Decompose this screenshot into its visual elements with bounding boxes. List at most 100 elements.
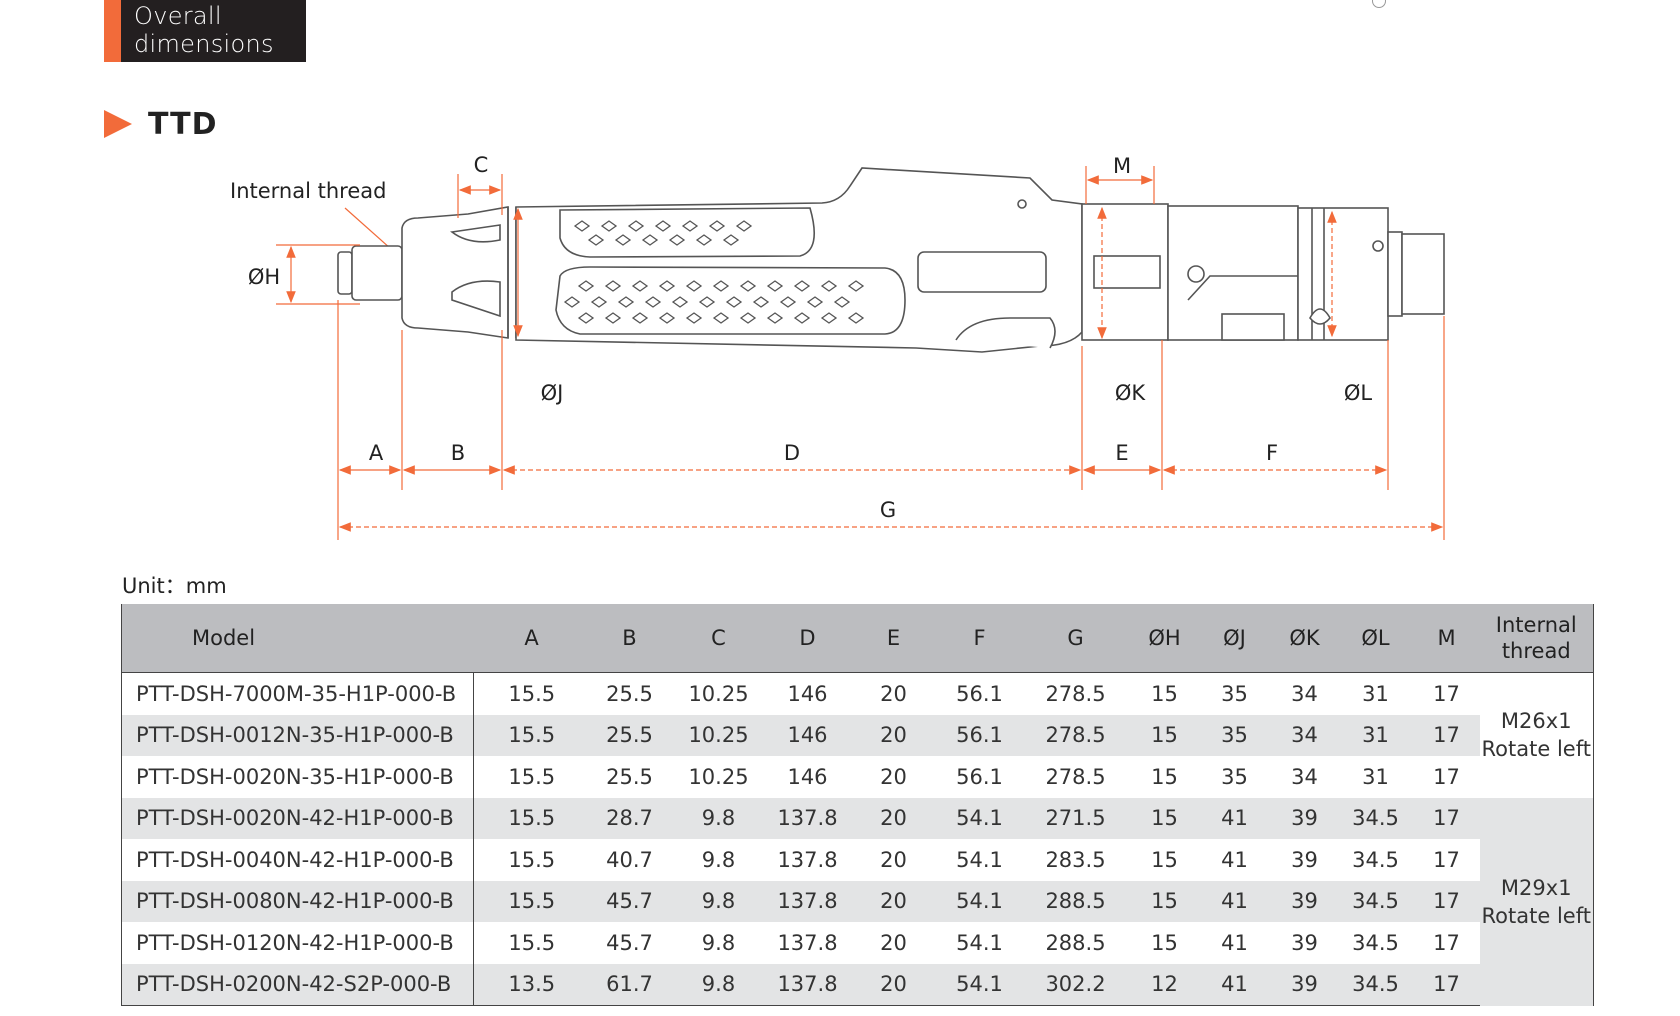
cell-value: 20	[847, 880, 940, 922]
grip-dimple	[708, 220, 726, 232]
cell-value: 35	[1221, 764, 1248, 789]
cell-model: PTT-DSH-0020N-35-H1P-000-B	[121, 756, 474, 798]
cell-value: 34	[1271, 714, 1338, 756]
cell-value: 40.7	[606, 847, 653, 872]
cell-value: 28.7	[589, 797, 670, 839]
grip-dimple	[685, 312, 703, 324]
cell-value: 283.5	[1045, 847, 1106, 872]
grip-dimple	[604, 312, 622, 324]
cell-value: 17	[1413, 880, 1480, 922]
section-title-text: TTD	[148, 106, 218, 142]
cell-value: 39	[1271, 880, 1338, 922]
cell-internal-thread: M26x1 Rotate left	[1479, 672, 1594, 798]
cell-value: 39	[1271, 963, 1338, 1006]
cell-value: 20	[847, 963, 940, 1006]
cell-value: 146	[787, 764, 828, 789]
grip-dimple	[617, 296, 635, 308]
grip-dimple	[712, 280, 730, 292]
dim-label-a: A	[369, 441, 384, 465]
cell-value: 288.5	[1045, 930, 1106, 955]
header-col: F	[939, 604, 1020, 673]
header-col: ØK	[1271, 604, 1338, 673]
cell-value: 17	[1433, 847, 1460, 872]
grip-dimple	[658, 312, 676, 324]
grip-dimple	[847, 312, 865, 324]
tool-dimension-drawing: Internal thread	[230, 153, 1445, 540]
cell-value: 54.1	[956, 930, 1003, 955]
grip-dimple	[577, 280, 595, 292]
grip-dimple	[806, 296, 824, 308]
grip-dimple	[577, 312, 595, 324]
cell-value: 9.8	[701, 930, 736, 955]
callout-internal-thread: Internal thread	[230, 179, 386, 203]
cell-value: 9.8	[669, 880, 768, 922]
header-col: C	[669, 604, 768, 673]
cell-value: 137.8	[767, 797, 848, 839]
cell-model: PTT-DSH-0040N-42-H1P-000-B	[121, 839, 474, 881]
cell-value: 31	[1362, 764, 1389, 789]
unit-label: Unit：mm	[122, 574, 227, 598]
cell-value: 9.8	[701, 847, 736, 872]
cell-value: 56.1	[939, 714, 1020, 756]
header-col: G	[1019, 604, 1132, 673]
grip-dimple	[695, 234, 713, 246]
header-col: ØL	[1337, 604, 1414, 673]
cell-value: 31	[1362, 681, 1389, 706]
cell-model: PTT-DSH-0200N-42-S2P-000-B	[121, 963, 474, 1006]
cell-value: 17	[1433, 930, 1460, 955]
cell-value: 15.5	[473, 880, 590, 922]
grip-dimple	[668, 234, 686, 246]
cell-value: 17	[1413, 714, 1480, 756]
grip-dimple	[614, 234, 632, 246]
cell-value: 34.5	[1337, 797, 1414, 839]
grip-dimple	[563, 296, 581, 308]
cell-value: 20	[880, 930, 907, 955]
dim-label-b: B	[451, 441, 465, 465]
cell-value: 17	[1413, 797, 1480, 839]
grip-dimple	[698, 296, 716, 308]
cell-value: 15.5	[508, 681, 556, 706]
cell-value: 15	[1131, 880, 1198, 922]
cell-value: 34.5	[1337, 963, 1414, 1006]
cell-value: 34.5	[1352, 930, 1399, 955]
grip-dimple	[735, 220, 753, 232]
dim-label-m: M	[1113, 154, 1131, 178]
cell-model: PTT-DSH-0120N-42-H1P-000-B	[121, 922, 474, 964]
cell-value: 54.1	[939, 880, 1020, 922]
cell-value: 34	[1291, 764, 1318, 789]
cell-value: 31	[1337, 714, 1414, 756]
badge-accent	[104, 0, 121, 62]
grip-dimples	[563, 220, 865, 324]
grip-dimple	[722, 234, 740, 246]
corner-circle	[1372, 0, 1386, 8]
header-col: ØH	[1131, 604, 1198, 673]
grip-dimple	[604, 280, 622, 292]
section-badge: Overall dimensions	[104, 0, 306, 62]
grip-dimple	[590, 296, 608, 308]
cell-value: 137.8	[767, 963, 848, 1006]
cell-value: 34.5	[1337, 880, 1414, 922]
cell-value: 54.1	[939, 797, 1020, 839]
grip-dimple	[644, 296, 662, 308]
cell-value: 278.5	[1045, 681, 1106, 706]
header-col: A	[473, 604, 590, 673]
cell-value: 41	[1221, 930, 1248, 955]
cell-value: 15	[1131, 714, 1198, 756]
grip-dimple	[793, 312, 811, 324]
cell-value: 9.8	[669, 797, 768, 839]
grip-dimple	[587, 234, 605, 246]
grip-dimple	[820, 280, 838, 292]
cell-value: 10.25	[688, 681, 749, 706]
cell-value: 15.5	[473, 714, 590, 756]
grip-dimple	[725, 296, 743, 308]
header-col: M	[1413, 604, 1480, 673]
grip-dimple	[654, 220, 672, 232]
cell-value: 146	[767, 714, 848, 756]
cell-value: 15.5	[508, 847, 556, 872]
